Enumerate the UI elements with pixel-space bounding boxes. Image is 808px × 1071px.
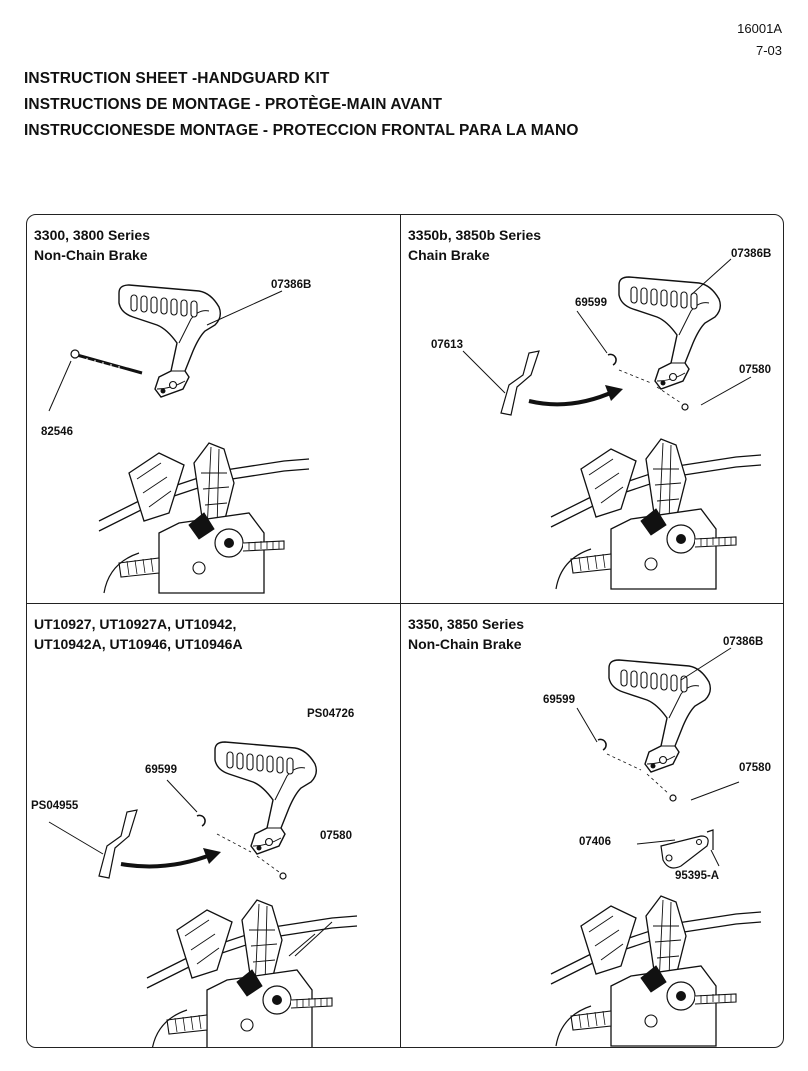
title-english: INSTRUCTION SHEET -HANDGUARD KIT (24, 70, 330, 87)
part-label-95395-a: 95395-A (675, 870, 720, 882)
saw-body-illustration (550, 895, 762, 1047)
panel-3300-3800-series: 3300, 3800 Series Non-Chain Brake 07386B… (27, 215, 400, 603)
handguard-illustration (214, 741, 318, 855)
brake-lever-illustration (661, 836, 708, 868)
title-french: INSTRUCTIONS DE MONTAGE - PROTÈGE-MAIN A… (24, 96, 443, 113)
panel-3350-3850-series: 3350, 3850 Series Non-Chain Brake 07386B… (401, 604, 783, 1047)
part-label-07386b: 07386B (723, 636, 764, 648)
instruction-frame: 3300, 3800 Series Non-Chain Brake 07386B… (26, 214, 784, 1048)
part-label-82546: 82546 (41, 426, 73, 438)
panel-title-line1: 3350b, 3850b Series (408, 227, 542, 243)
part-label-69599: 69599 (145, 764, 177, 776)
part-label-07580: 07580 (739, 364, 771, 376)
brake-spring-illustration (501, 351, 539, 415)
panel-ut10927-series: UT10927, UT10927A, UT10942, UT10942A, UT… (27, 604, 400, 1047)
direction-arrow (121, 854, 213, 866)
title-block: INSTRUCTION SHEET -HANDGUARD KIT INSTRUC… (24, 66, 579, 144)
doc-date: 7-03 (755, 43, 782, 58)
saw-body-illustration (550, 438, 762, 590)
saw-body-illustration (146, 899, 358, 1047)
panel-title-line1: 3300, 3800 Series (34, 227, 150, 243)
panel-title-line2: UT10942A, UT10946, UT10946A (34, 636, 243, 652)
part-label-ps04955: PS04955 (31, 800, 79, 812)
brake-spring-illustration (99, 810, 137, 878)
saw-body-illustration (98, 442, 310, 594)
handguard-illustration (118, 284, 222, 398)
part-label-07386b: 07386B (731, 248, 772, 260)
document-number: 16001A 7-03 (737, 18, 782, 62)
part-label-69599: 69599 (543, 694, 575, 706)
part-label-07406: 07406 (579, 836, 611, 848)
part-label-07580: 07580 (739, 762, 771, 774)
part-label-07386b: 07386B (271, 279, 312, 291)
handguard-illustration (618, 276, 722, 390)
direction-arrow (529, 391, 615, 404)
handguard-illustration (608, 659, 712, 773)
part-label-07580: 07580 (320, 830, 352, 842)
panel-title-line2: Chain Brake (408, 247, 490, 263)
title-spanish: INSTRUCCIONESDE MONTAGE - PROTECCION FRO… (24, 122, 579, 139)
panel-illustration (401, 215, 762, 590)
panel-title-line2: Non-Chain Brake (34, 247, 148, 263)
vertical-divider (400, 215, 401, 1047)
part-label-69599: 69599 (575, 297, 607, 309)
panel-title-line2: Non-Chain Brake (408, 636, 522, 652)
doc-number: 16001A (737, 21, 782, 36)
panel-title-line1: 3350, 3850 Series (408, 616, 524, 632)
panel-illustration (550, 604, 762, 1047)
screw-illustration (71, 350, 142, 373)
part-label-07613: 07613 (431, 339, 463, 351)
panel-title: 3350, 3850 Series Non-Chain Brake (408, 614, 524, 654)
panel-title: 3300, 3800 Series Non-Chain Brake (34, 225, 150, 265)
panel-3350b-3850b-series: 3350b, 3850b Series Chain Brake 07386B 6… (401, 215, 783, 603)
part-label-ps04726: PS04726 (307, 708, 355, 720)
horizontal-divider (27, 603, 783, 604)
panel-title-line1: UT10927, UT10927A, UT10942, (34, 616, 237, 632)
panel-title: 3350b, 3850b Series Chain Brake (408, 225, 541, 265)
panel-title: UT10927, UT10927A, UT10942, UT10942A, UT… (34, 614, 243, 654)
panel-illustration (27, 741, 358, 1047)
panel-illustration (27, 284, 310, 594)
